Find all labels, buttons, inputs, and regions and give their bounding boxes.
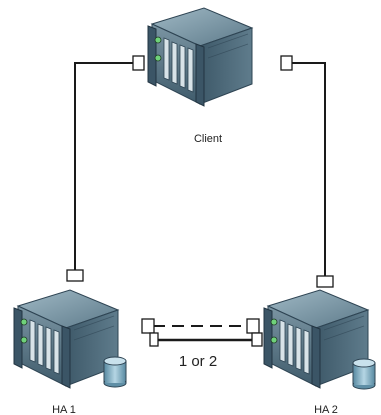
link-client-ha2 <box>288 62 326 278</box>
ha2-node: HA 2 <box>263 289 376 415</box>
ha1-node: HA 1 <box>13 289 127 415</box>
ha2-label: HA 2 <box>314 404 338 415</box>
client-node: Client <box>147 7 253 145</box>
port-ha2-left-a <box>246 318 260 334</box>
port-ha1-top <box>66 269 84 282</box>
database-icon <box>352 358 376 390</box>
ha1-label: HA 1 <box>52 404 76 415</box>
port-client-right <box>280 55 293 71</box>
database-icon <box>103 356 127 388</box>
link-client-ha1 <box>74 62 137 272</box>
port-ha1-right-a <box>141 318 155 334</box>
server-icon <box>263 289 369 389</box>
port-ha1-right-b <box>149 332 159 347</box>
server-icon <box>13 289 119 389</box>
connections <box>74 62 326 342</box>
ha-link-label: 1 or 2 <box>179 353 217 370</box>
client-label: Client <box>194 133 222 145</box>
port-client-left <box>132 55 145 71</box>
port-ha2-left-b <box>251 332 263 347</box>
ports <box>66 55 334 347</box>
port-ha2-top <box>316 275 334 288</box>
server-icon <box>147 7 253 107</box>
